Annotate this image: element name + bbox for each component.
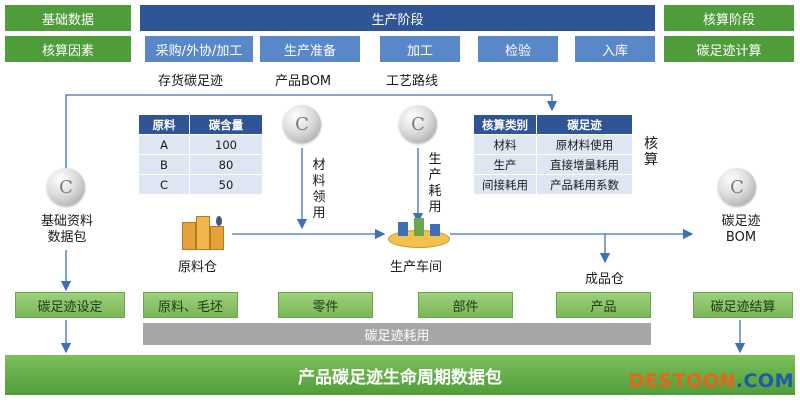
step-warehousing: 入库 [575,36,655,62]
logo-brand-text: DESTOON [628,370,736,392]
production-consumption-label: 生产耗用 [428,152,442,215]
raw-blank-box: 原料、毛坯 [143,292,238,318]
table-cell: A [138,134,190,155]
table-cell: 生产 [473,154,537,175]
table-row: 材料 原材料使用 [473,134,633,155]
process-route-label: 工艺路线 [386,74,439,89]
table-header: 碳含量 [189,114,263,135]
accounting-table: 核算类别 碳足迹 材料 原材料使用 生产 直接增量耗用 间接耗用 产品耗用系数 [473,114,633,195]
table-cell: 材料 [473,134,537,155]
carbon-medal-icon: C [399,105,437,143]
loop-arrow [65,94,558,185]
product-bom-label: 产品BOM [275,74,332,89]
workshop-label: 生产车间 [390,260,443,275]
table-cell: 间接耗用 [473,174,537,195]
table-row: A 100 [138,134,263,155]
warehouse-icon [178,214,228,250]
carbon-bom-label: 碳足迹BOM [721,214,761,245]
table-row: 生产 直接增量耗用 [473,154,633,175]
lifecycle-package-bar: 产品碳足迹生命周期数据包 [5,355,795,395]
material-issue-label: 材料领用 [312,158,326,221]
destoon-logo: DESTOON.COM [629,370,794,392]
table-header: 核算类别 [473,114,537,135]
table-cell: 产品耗用系数 [536,174,633,195]
carbon-medal-icon: C [47,168,85,206]
table-cell: 50 [189,174,263,195]
table-cell: 80 [189,154,263,175]
product-box: 产品 [556,292,651,318]
step-inspection: 检验 [478,36,558,62]
step-processing: 加工 [380,36,460,62]
raw-material-table: 原料 碳含量 A 100 B 80 C 50 [138,114,263,195]
table-cell: 直接增量耗用 [536,154,633,175]
raw-warehouse-label: 原料仓 [178,260,218,275]
logo-domain-text: .COM [735,370,794,392]
table-row: C 50 [138,174,263,195]
carbon-setting-box: 碳足迹设定 [15,292,125,318]
inventory-carbon-label: 存货碳足迹 [158,74,224,89]
step-preparation: 生产准备 [260,36,360,62]
carbon-settlement-box: 碳足迹结算 [693,292,793,318]
table-cell: 原材料使用 [536,134,633,155]
accounting-vertical-label: 核算 [644,136,658,168]
table-row: B 80 [138,154,263,175]
table-cell: B [138,154,190,175]
carbon-consumption-bar: 碳足迹耗用 [143,323,651,345]
production-stage-header: 生产阶段 [140,5,655,31]
components-box: 部件 [418,292,513,318]
basic-package-label: 基础资料数据包 [40,214,93,245]
step-procurement: 采购/外协/加工 [145,36,253,62]
table-header: 原料 [138,114,190,135]
carbon-calc-header: 碳足迹计算 [664,36,794,62]
parts-box: 零件 [278,292,373,318]
carbon-medal-icon: C [718,168,756,206]
table-header: 碳足迹 [536,114,633,135]
accounting-stage-header: 核算阶段 [664,5,794,31]
accounting-factors-header: 核算因素 [5,36,131,62]
finished-warehouse-label: 成品仓 [585,272,625,287]
carbon-medal-icon: C [283,105,321,143]
basic-data-header: 基础数据 [5,5,131,31]
table-cell: 100 [189,134,263,155]
table-cell: C [138,174,190,195]
table-row: 间接耗用 产品耗用系数 [473,174,633,195]
workshop-icon [388,216,450,248]
